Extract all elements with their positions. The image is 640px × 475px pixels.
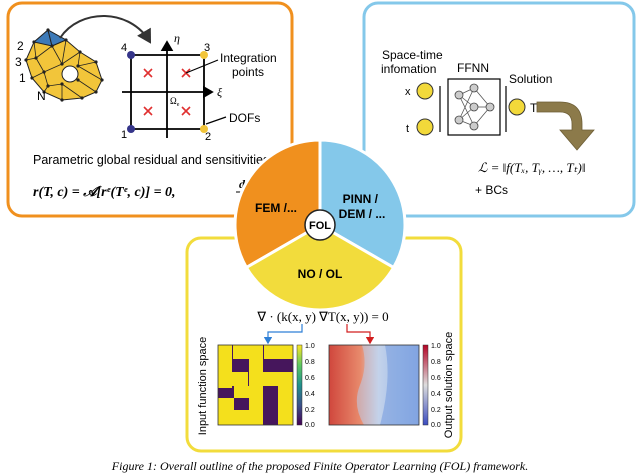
integration-points-line2: points	[232, 65, 264, 79]
input-function-heatmap	[217, 344, 294, 426]
right-ylabel: Output solution space	[443, 332, 455, 438]
right-cbar-tick: 0.0	[431, 422, 441, 429]
method-pie: FEM /... PINN / DEM / ... NO / OL FOL	[233, 138, 407, 312]
no-ol-sector-label: NO / OL	[298, 267, 343, 281]
ffnn-label: FFNN	[457, 61, 489, 75]
reference-element	[122, 40, 214, 138]
loss-arrow-icon	[536, 101, 595, 151]
dofs-label: DOFs	[229, 111, 260, 125]
fol-hub-label: FOL	[309, 220, 331, 232]
left-cbar-tick: 0.4	[305, 391, 315, 398]
solution-label: Solution	[509, 72, 552, 86]
integration-points-label: Integration points	[220, 51, 280, 79]
right-colorbar-ticks: 1.0 0.8 0.6 0.4 0.2 0.0	[431, 343, 441, 429]
left-cbar-tick: 0.6	[305, 375, 315, 382]
fe-mesh-icon	[24, 28, 104, 102]
right-cbar-tick: 1.0	[431, 343, 441, 350]
node-4-label: 4	[121, 42, 127, 54]
left-colorbar	[296, 344, 303, 426]
mesh-label-2: 2	[17, 39, 24, 53]
fol-hub	[304, 209, 336, 241]
pinn-sector-line1: PINN /	[343, 192, 379, 206]
space-time-label: Space-time infomation	[381, 48, 446, 76]
output-solution-heatmap	[328, 344, 420, 426]
right-cbar-tick: 0.4	[431, 391, 441, 398]
pinn-sector-label: PINN / DEM / ...	[339, 192, 386, 221]
integration-pointer-line	[185, 59, 219, 74]
input-node-t	[416, 118, 434, 136]
loss-equation: ℒ = ‖f(Tₓ, Tᵧ, …, Tₜ)‖	[478, 160, 585, 175]
left-cbar-tick: 0.8	[305, 359, 315, 366]
residual-equation: r(T, c) = 𝒜[rᵉ(Tᵉ, c)] = 0,	[33, 185, 176, 200]
omega-label: Ωe	[170, 96, 180, 108]
t-field-pointer	[346, 324, 375, 345]
node-2-dot	[200, 125, 208, 133]
node-3-label: 3	[204, 42, 210, 54]
node-1-dot	[127, 125, 135, 133]
right-cbar-tick: 0.6	[431, 375, 441, 382]
space-time-line2: infomation	[381, 62, 436, 76]
pinn-sector-line2: DEM / ...	[339, 207, 386, 221]
mesh-label-3: 3	[15, 55, 22, 69]
no-ol-sector	[244, 223, 396, 312]
k-field-pointer	[263, 324, 303, 345]
left-ylabel: Input function space	[197, 337, 209, 435]
pde-equation: ∇ · (k(x, y) ∇T(x, y)) = 0	[256, 309, 388, 324]
integration-points-line1: Integration	[220, 51, 277, 65]
right-cbar-tick: 0.8	[431, 359, 441, 366]
figure-caption: Figure 1: Overall outline of the propose…	[111, 459, 528, 473]
bcs-label: + BCs	[475, 183, 508, 197]
fem-sector-label: FEM /...	[255, 201, 297, 215]
pinn-panel: Space-time infomation FFNN Solution x t …	[362, 1, 636, 218]
space-time-line1: Space-time	[382, 48, 443, 62]
mesh-label-1: 1	[19, 71, 26, 85]
dofs-pointer-line	[205, 116, 227, 125]
element-mapping-arrow	[59, 15, 152, 44]
right-cbar-tick: 0.2	[431, 407, 441, 414]
left-cbar-tick: 1.0	[305, 343, 315, 350]
node-4-dot	[127, 51, 135, 59]
left-colorbar-ticks: 1.0 0.8 0.6 0.4 0.2 0.0	[305, 343, 315, 429]
input-x-label: x	[405, 86, 411, 98]
eta-axis-label: η	[174, 31, 180, 45]
input-node-x	[416, 82, 434, 100]
operator-panel: ∇ · (k(x, y) ∇T(x, y)) = 0 Input functio…	[185, 236, 463, 453]
node-3-dot	[200, 51, 208, 59]
residual-title: Parametric global residual and sensitivi…	[33, 153, 269, 167]
xi-axis-label: ξ	[217, 85, 223, 99]
input-t-label: t	[406, 123, 409, 135]
output-node-t	[508, 98, 526, 116]
node-1-label: 1	[121, 129, 127, 141]
ffnn-network-icon	[447, 78, 501, 136]
right-colorbar	[422, 344, 429, 426]
left-cbar-tick: 0.0	[305, 422, 315, 429]
fem-panel: 2 3 1 N η ξ Ωe 4 3 1 2	[6, 1, 294, 218]
left-cbar-tick: 0.2	[305, 407, 315, 414]
output-t-label: T	[530, 101, 538, 115]
node-2-label: 2	[205, 131, 211, 143]
mesh-label-n: N	[37, 89, 46, 103]
